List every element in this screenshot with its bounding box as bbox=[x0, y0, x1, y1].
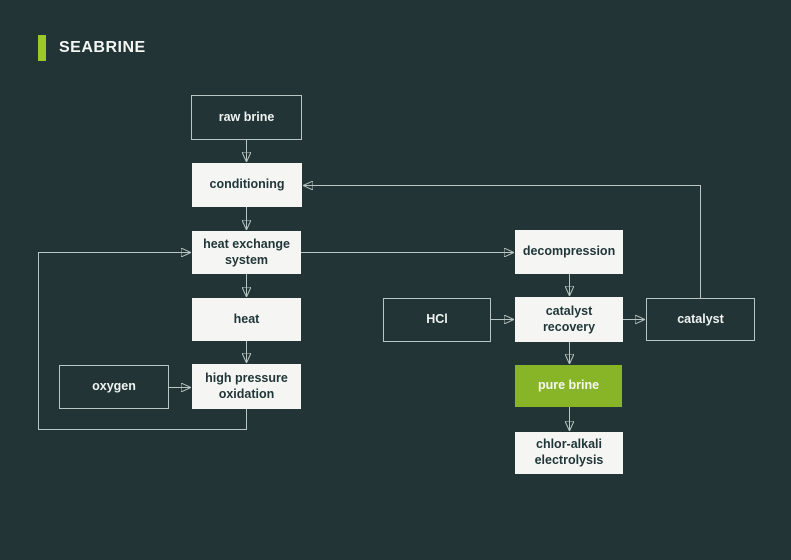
node-heat: heat bbox=[192, 298, 301, 341]
node-heat-exchange-system: heat exchange system bbox=[192, 231, 301, 274]
node-decompression: decompression bbox=[515, 230, 623, 274]
node-oxygen: oxygen bbox=[59, 365, 169, 409]
node-label: heat exchange system bbox=[203, 236, 290, 267]
node-label: chlor-alkali electrolysis bbox=[534, 437, 604, 467]
node-label: oxygen bbox=[92, 379, 136, 394]
node-catalyst: catalyst bbox=[646, 298, 755, 341]
node-pure-brine: pure brine bbox=[515, 365, 622, 407]
title-accent-bar bbox=[38, 35, 46, 61]
node-label: heat bbox=[233, 311, 260, 326]
node-catalyst-recovery: catalyst recovery bbox=[515, 297, 623, 342]
node-hcl: HCl bbox=[383, 298, 491, 342]
page-title: SEABRINE bbox=[59, 39, 146, 56]
node-label: pure brine bbox=[537, 378, 600, 393]
node-label: HCl bbox=[426, 312, 448, 327]
node-label: conditioning bbox=[209, 177, 285, 192]
node-conditioning: conditioning bbox=[192, 163, 302, 207]
node-label: catalyst bbox=[677, 311, 724, 326]
node-high-pressure-oxidation: high pressure oxidation bbox=[192, 364, 301, 409]
edge-catalyst-loop-to-conditioning bbox=[303, 186, 701, 298]
header: SEABRINE bbox=[38, 35, 146, 61]
edge-oxidation-loop-to-heat-exchange bbox=[38, 253, 247, 430]
node-label: high pressure oxidation bbox=[205, 370, 288, 401]
node-label: catalyst recovery bbox=[542, 303, 596, 334]
node-label: decompression bbox=[522, 244, 616, 259]
node-raw-brine: raw brine bbox=[191, 95, 302, 140]
node-chlor-alkali-electrolysis: chlor-alkali electrolysis bbox=[515, 432, 623, 474]
node-label: raw brine bbox=[218, 109, 275, 124]
